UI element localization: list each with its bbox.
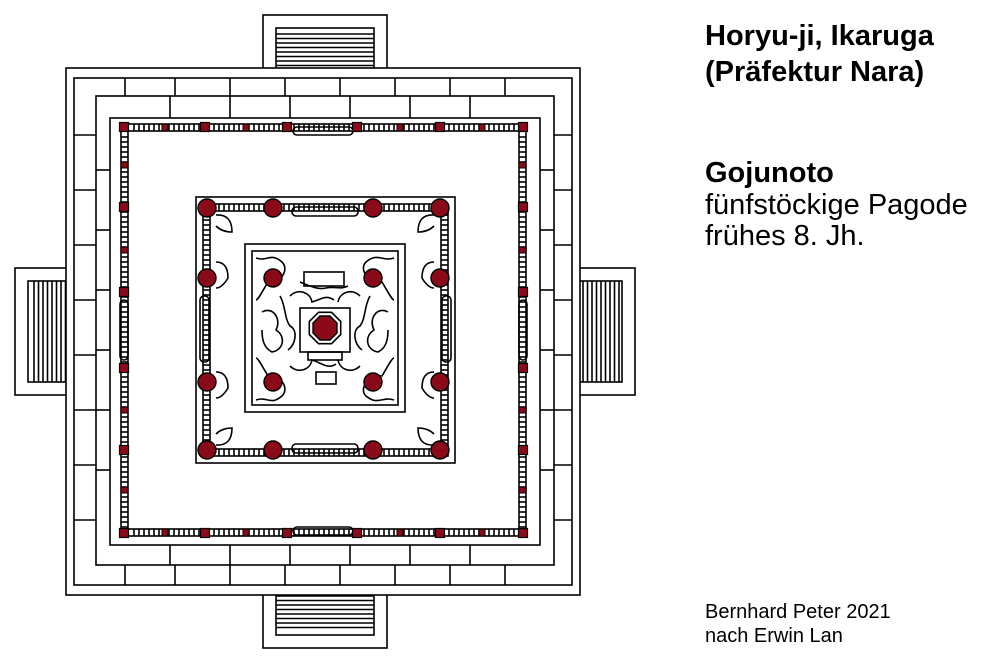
sanctum-pillar bbox=[363, 198, 383, 218]
subject-date: frühes 8. Jh. bbox=[705, 220, 865, 252]
outer-post bbox=[351, 527, 363, 539]
sculpture-outline bbox=[354, 295, 371, 351]
credit-block: Bernhard Peter 2021 nach Erwin Lan bbox=[705, 600, 891, 648]
wall-stud bbox=[478, 528, 486, 537]
shrine-frame-inner bbox=[251, 250, 399, 406]
outer-post bbox=[351, 121, 363, 133]
wall-stud bbox=[120, 406, 129, 414]
sculpture-outline bbox=[261, 309, 284, 353]
wall-stud bbox=[120, 246, 129, 254]
sanctum-door-north bbox=[291, 206, 359, 217]
outer-post bbox=[199, 527, 211, 539]
sculpture-outline bbox=[337, 359, 361, 372]
veranda-edge bbox=[109, 117, 541, 546]
platform-edge-3 bbox=[95, 95, 555, 566]
sanctum-pillar bbox=[263, 440, 283, 460]
title-line-1: Horyu-ji, Ikaruga bbox=[705, 20, 934, 52]
sanctum-pillar bbox=[263, 198, 283, 218]
outer-post bbox=[118, 121, 130, 133]
sculpture-outline bbox=[299, 281, 349, 290]
sanctum-door-west bbox=[199, 295, 210, 363]
wall-stud bbox=[478, 123, 486, 132]
outer-post bbox=[118, 527, 130, 539]
sculpture-outline bbox=[255, 256, 286, 301]
subject-type: fünfstöckige Pagode bbox=[705, 189, 968, 221]
outer-post bbox=[434, 527, 446, 539]
sanctum-door-south bbox=[291, 443, 359, 454]
outer-post bbox=[517, 121, 529, 133]
shrine-pillar bbox=[263, 372, 283, 392]
outer-post bbox=[118, 362, 130, 374]
sanctum-pillar bbox=[197, 440, 217, 460]
door-east bbox=[518, 299, 528, 361]
sanctum-pillar bbox=[197, 372, 217, 392]
wall-stud bbox=[242, 528, 250, 537]
outer-post bbox=[118, 444, 130, 456]
sanctum-pillar bbox=[430, 440, 450, 460]
sanctum-pillar bbox=[197, 268, 217, 288]
credit-author: Bernhard Peter 2021 bbox=[705, 601, 891, 623]
wall-stud bbox=[396, 528, 404, 537]
sanctum-pillar bbox=[430, 372, 450, 392]
subject-name: Gojunoto bbox=[705, 157, 834, 189]
sanctum-door-east bbox=[441, 295, 452, 363]
outer-post bbox=[118, 201, 130, 213]
wall-stud bbox=[518, 161, 527, 169]
shrine-bottom-niche bbox=[315, 371, 337, 385]
wall-stud bbox=[518, 406, 527, 414]
shrine-top-niche bbox=[303, 271, 345, 287]
wall-stud bbox=[518, 246, 527, 254]
sculpture-outline bbox=[337, 290, 361, 303]
wall-buttress bbox=[417, 427, 435, 446]
sculpture-outline bbox=[279, 295, 296, 351]
sculpture-outline bbox=[289, 290, 335, 303]
credit-source: nach Erwin Lan bbox=[705, 625, 843, 647]
subject-block: Gojunoto fünfstöckige Pagode frühes 8. J… bbox=[705, 156, 968, 252]
outer-post bbox=[517, 527, 529, 539]
wall-buttress bbox=[421, 371, 435, 399]
wall-stud bbox=[161, 123, 169, 132]
outer-post bbox=[517, 286, 529, 298]
outer-post bbox=[517, 362, 529, 374]
outer-post bbox=[281, 121, 293, 133]
outer-post bbox=[281, 527, 293, 539]
title-line-2: (Präfektur Nara) bbox=[705, 56, 925, 88]
wall-buttress bbox=[215, 214, 233, 233]
wall-stud bbox=[161, 528, 169, 537]
title-block: Horyu-ji, Ikaruga (Präfektur Nara) bbox=[705, 18, 934, 90]
wall-buttress bbox=[417, 214, 435, 233]
platform-edge-2 bbox=[73, 77, 573, 586]
sanctum-pillar bbox=[430, 268, 450, 288]
wall-stud bbox=[120, 161, 129, 169]
pillar-group bbox=[118, 121, 529, 539]
wall-stud bbox=[518, 486, 527, 494]
outer-post bbox=[434, 121, 446, 133]
sanctum-pillar bbox=[363, 440, 383, 460]
shrine-frame-outer bbox=[244, 243, 406, 413]
outer-post bbox=[199, 121, 211, 133]
wall-buttress bbox=[215, 261, 229, 289]
wall-stud bbox=[120, 486, 129, 494]
wall-stud bbox=[396, 123, 404, 132]
pagoda-floor-plan bbox=[14, 14, 636, 649]
sanctum-pillar bbox=[430, 198, 450, 218]
altar-step bbox=[307, 351, 343, 361]
wall-buttress bbox=[421, 261, 435, 289]
wall-buttress bbox=[215, 371, 229, 399]
sanctum-pillar bbox=[197, 198, 217, 218]
door-west bbox=[119, 299, 129, 361]
sculpture-outline bbox=[366, 309, 389, 353]
outer-post bbox=[517, 444, 529, 456]
outer-post bbox=[118, 286, 130, 298]
shrine-pillar bbox=[363, 268, 383, 288]
shrine-pillar bbox=[263, 268, 283, 288]
wall-buttress bbox=[215, 427, 233, 446]
wall-stud bbox=[242, 123, 250, 132]
central-pillar bbox=[312, 315, 338, 341]
outer-post bbox=[517, 201, 529, 213]
sanctum-outer bbox=[195, 196, 456, 464]
shrine-pillar bbox=[363, 372, 383, 392]
